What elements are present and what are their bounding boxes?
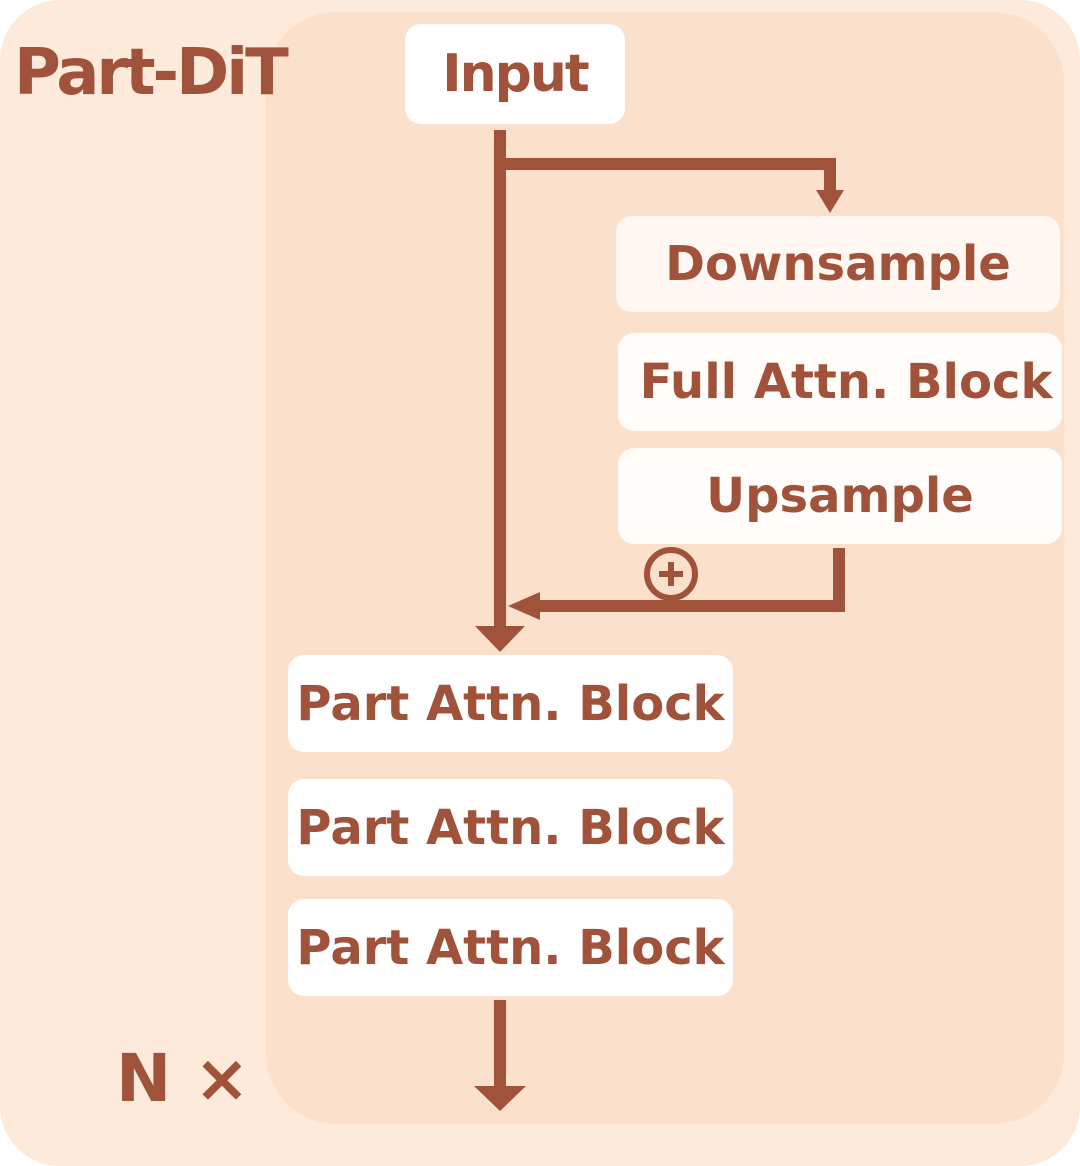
plus-circle-icon xyxy=(644,547,698,601)
part-attention-block-2: Part Attn. Block xyxy=(288,779,733,876)
branch-to-downsample-line xyxy=(506,158,836,192)
arrow-head-icon xyxy=(475,626,525,652)
repeat-count-label: N × xyxy=(116,1040,250,1117)
part-attention-block-1: Part Attn. Block xyxy=(288,655,733,752)
upsample-block: Upsample xyxy=(618,448,1062,544)
arrow-head-icon xyxy=(474,1086,526,1111)
arrow-head-icon xyxy=(508,592,540,620)
input-block: Input xyxy=(405,24,625,124)
return-from-upsample-line xyxy=(536,548,845,612)
downsample-block: Downsample xyxy=(616,216,1060,312)
full-attention-block: Full Attn. Block xyxy=(618,333,1062,431)
arrow-head-icon xyxy=(816,190,844,213)
part-attention-block-3: Part Attn. Block xyxy=(288,899,733,996)
diagram-title: Part-DiT xyxy=(14,36,289,110)
